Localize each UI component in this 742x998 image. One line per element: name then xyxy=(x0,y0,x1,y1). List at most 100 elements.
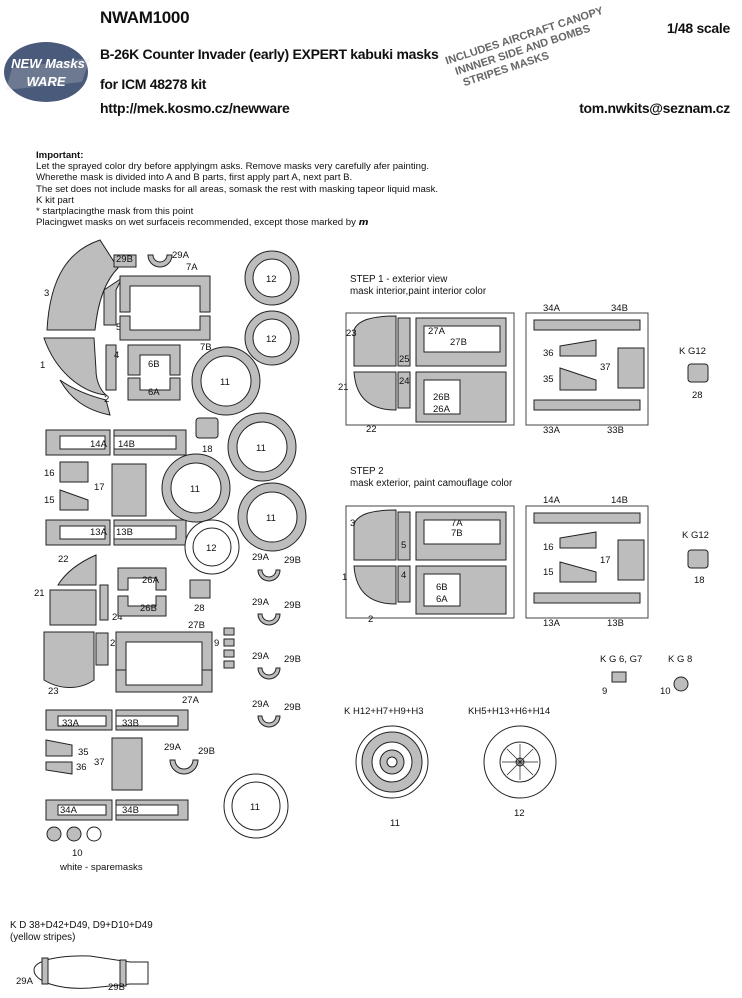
svg-text:34B: 34B xyxy=(122,805,139,816)
svg-text:23: 23 xyxy=(48,686,59,697)
svg-text:15: 15 xyxy=(44,495,55,506)
kit-ref-kg8: K G 8 xyxy=(668,654,693,665)
svg-text:3: 3 xyxy=(44,288,49,299)
kit-ref-kg12-b: K G12 xyxy=(682,530,709,541)
svg-text:35: 35 xyxy=(78,747,89,758)
svg-text:21: 21 xyxy=(34,588,45,599)
kit-ref-kg12-a-num: 28 xyxy=(692,390,703,401)
kit-reference: for ICM 48278 kit xyxy=(100,76,207,92)
svg-text:29A: 29A xyxy=(252,699,270,710)
svg-text:6B: 6B xyxy=(436,582,448,593)
svg-text:5: 5 xyxy=(401,540,406,551)
step1-title: STEP 1 - exterior view xyxy=(350,274,448,285)
svg-text:37: 37 xyxy=(600,362,611,373)
important-heading: Important: xyxy=(36,150,84,161)
svg-text:36: 36 xyxy=(543,348,554,359)
kit-ref-kg12-a: K G12 xyxy=(679,346,706,357)
svg-text:26B: 26B xyxy=(433,392,450,403)
svg-text:11: 11 xyxy=(266,513,276,524)
bomb-29a: 29A xyxy=(16,976,33,987)
svg-text:21: 21 xyxy=(338,382,349,393)
step1-subtitle: mask interior,paint interior color xyxy=(350,286,487,297)
svg-text:6B: 6B xyxy=(148,359,160,370)
svg-text:29A: 29A xyxy=(252,651,270,662)
kit-ref-kg8-num: 10 xyxy=(660,686,671,697)
svg-text:22: 22 xyxy=(58,554,69,565)
step2-subtitle: mask exterior, paint camouflage color xyxy=(350,478,513,489)
spare-masks-note: white - sparemasks xyxy=(60,862,143,873)
svg-text:10: 10 xyxy=(72,848,83,859)
step2-label: STEP 2 mask exterior, paint camouflage c… xyxy=(350,466,512,490)
kit-ref-kg12-b-num: 18 xyxy=(694,575,705,586)
svg-text:29B: 29B xyxy=(284,654,301,665)
svg-text:17: 17 xyxy=(600,555,611,566)
svg-text:1: 1 xyxy=(40,360,45,371)
svg-text:27B: 27B xyxy=(188,620,205,631)
note-line: K kit part xyxy=(36,194,74,206)
svg-text:14A: 14A xyxy=(90,439,108,450)
svg-text:25: 25 xyxy=(110,638,121,649)
wet-symbol-icon: 𝙢 xyxy=(358,217,369,229)
svg-text:18: 18 xyxy=(202,444,213,455)
svg-text:15: 15 xyxy=(543,567,554,578)
svg-text:12: 12 xyxy=(266,334,277,345)
svg-text:11: 11 xyxy=(190,484,200,495)
svg-text:13B: 13B xyxy=(116,527,133,538)
svg-text:2: 2 xyxy=(104,394,109,405)
svg-text:7B: 7B xyxy=(451,528,463,539)
svg-text:24: 24 xyxy=(399,376,410,387)
svg-text:29A: 29A xyxy=(252,552,270,563)
wheel11-ref: K H12+H7+H9+H3 xyxy=(344,706,424,717)
svg-text:26B: 26B xyxy=(140,603,157,614)
logo-line1: NEW Masks xyxy=(11,56,85,71)
svg-text:7A: 7A xyxy=(186,262,198,273)
wheel11-num: 11 xyxy=(390,818,400,829)
svg-text:7A: 7A xyxy=(451,518,463,529)
svg-text:6A: 6A xyxy=(148,387,160,398)
svg-text:12: 12 xyxy=(266,274,277,285)
svg-text:2: 2 xyxy=(368,614,373,625)
instructions: Important: Let the sprayed color dry bef… xyxy=(36,150,438,228)
svg-text:29B: 29B xyxy=(284,555,301,566)
svg-text:24: 24 xyxy=(112,612,123,623)
product-code: NWAM1000 xyxy=(100,8,190,27)
svg-text:4: 4 xyxy=(401,570,406,581)
svg-text:34A: 34A xyxy=(543,303,561,314)
svg-text:27A: 27A xyxy=(428,326,446,337)
svg-text:7B: 7B xyxy=(200,342,212,353)
bomb-reference: K D 38+D42+D49, D9+D10+D49 (yellow strip… xyxy=(10,920,153,944)
note-line: The set does not include masks for all a… xyxy=(36,183,439,195)
svg-text:13A: 13A xyxy=(543,618,561,629)
svg-text:6A: 6A xyxy=(436,594,448,605)
svg-text:37: 37 xyxy=(94,757,105,768)
website-url[interactable]: http://mek.kosmo.cz/newware xyxy=(100,100,290,116)
svg-text:23: 23 xyxy=(346,328,357,339)
wheel-diagrams xyxy=(355,725,557,799)
bomb-note: (yellow stripes) xyxy=(10,932,76,943)
newware-logo: NEW Masks WARE xyxy=(2,38,94,113)
bomb-kit-ref: K D 38+D42+D49, D9+D10+D49 xyxy=(10,920,153,931)
email-address[interactable]: tom.nwkits@seznam.cz xyxy=(579,100,730,116)
svg-text:34B: 34B xyxy=(611,303,628,314)
svg-text:33B: 33B xyxy=(122,718,139,729)
svg-text:35: 35 xyxy=(543,374,554,385)
bomb-29b: 29B xyxy=(108,982,125,993)
svg-text:36: 36 xyxy=(76,762,87,773)
kit-parts-small xyxy=(611,671,689,692)
scale-label: 1/48 scale xyxy=(666,20,730,36)
wheel12-num: 12 xyxy=(514,808,525,819)
svg-text:17: 17 xyxy=(94,482,105,493)
svg-text:29A: 29A xyxy=(164,742,182,753)
svg-text:28: 28 xyxy=(194,603,205,614)
svg-text:29B: 29B xyxy=(198,746,215,757)
svg-text:29A: 29A xyxy=(252,597,270,608)
bomb-diagram xyxy=(33,955,149,989)
svg-text:12: 12 xyxy=(206,543,217,554)
svg-text:29B: 29B xyxy=(116,254,133,265)
svg-text:27B: 27B xyxy=(450,337,467,348)
note-line: * startplacingthe mask from this point xyxy=(36,206,194,218)
svg-text:14B: 14B xyxy=(611,495,628,506)
